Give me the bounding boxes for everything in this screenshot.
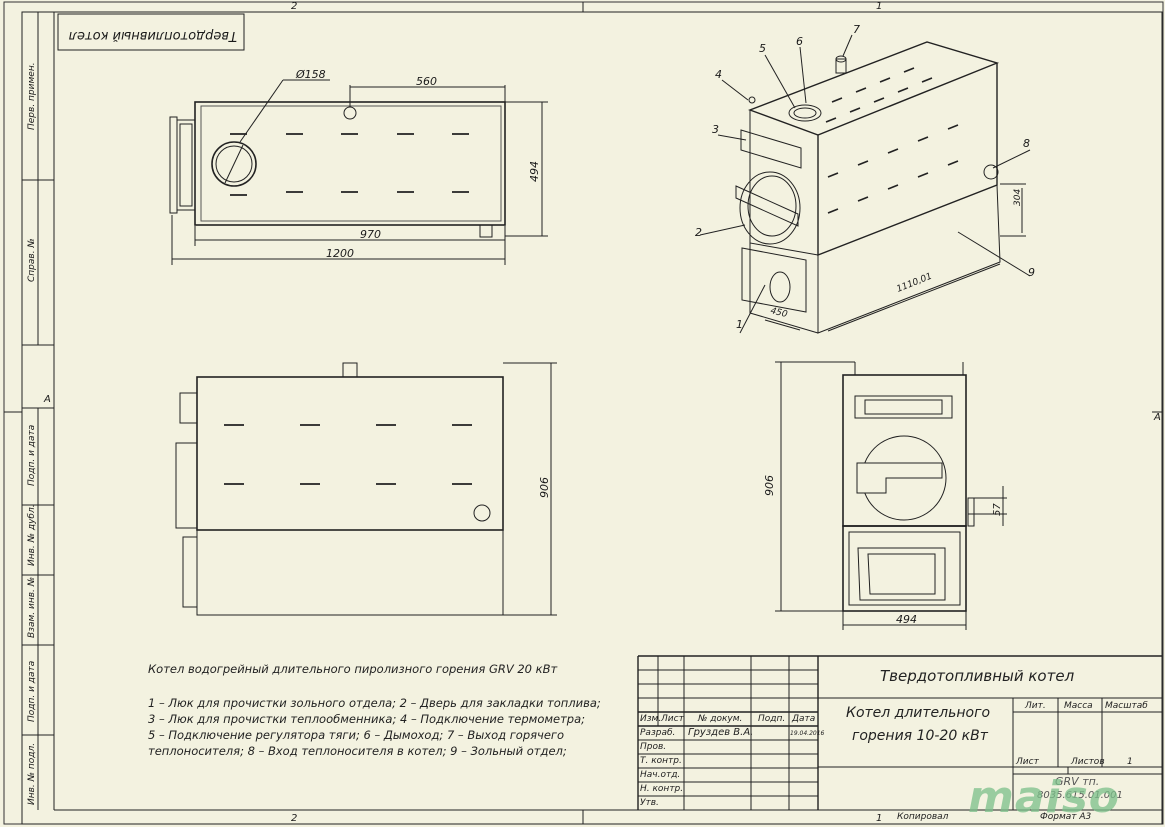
callout-2: 2 xyxy=(695,226,702,239)
callout-1: 1 xyxy=(736,318,743,331)
tb-header-list: Лист xyxy=(661,714,684,724)
tb-sheet: Лист xyxy=(1016,757,1039,767)
callout-8: 8 xyxy=(1023,137,1030,150)
notes-line-1: 1 – Люк для прочистки зольного отдела; 2… xyxy=(148,696,601,710)
tb-row-nkontr: Н. контр. xyxy=(640,784,684,794)
tb-row-tkontr: Т. контр. xyxy=(640,756,682,766)
dim-560: 560 xyxy=(416,75,437,88)
stamp-title: Твердотопливный котел xyxy=(69,28,237,43)
tb-sheets-count: 1 xyxy=(1127,757,1133,767)
iso-view xyxy=(699,34,1031,334)
tb-code-1: GRV тп. xyxy=(1055,775,1100,788)
notes-title: Котел водогрейный длительного пиролизног… xyxy=(148,662,558,676)
tb-row-razrab: Разраб. xyxy=(640,728,676,738)
tb-date: 19.04.2016 xyxy=(790,730,825,737)
left-col-label-1: Перв. примен. xyxy=(27,62,37,130)
left-col-label-2: Справ. № xyxy=(27,238,37,282)
title-block-name-2: горения 10-20 кВт xyxy=(852,728,988,744)
zone-label-bottom-left: 2 xyxy=(291,813,297,824)
left-col-label-7: Инв. № подл. xyxy=(27,743,37,805)
tb-scale: Масштаб xyxy=(1105,701,1148,711)
left-col-label-4: Инв. № дубл. xyxy=(27,504,37,566)
tb-row-prov: Пров. xyxy=(640,742,667,752)
callout-7: 7 xyxy=(853,23,860,36)
left-col-label-5: Взам. инв. № xyxy=(27,577,37,638)
tb-header-doc: № докум. xyxy=(698,714,743,724)
left-col-label-6: Подп. и дата xyxy=(27,661,37,722)
top-view xyxy=(169,79,548,265)
dim-970: 970 xyxy=(360,228,381,241)
dim-906-side: 906 xyxy=(763,475,776,496)
zone-label-bottom-right: 1 xyxy=(876,813,882,824)
callout-9: 9 xyxy=(1028,266,1035,279)
dim-1200: 1200 xyxy=(326,247,354,260)
callout-6: 6 xyxy=(796,35,803,48)
zone-label-side-right: A xyxy=(1153,412,1161,423)
tb-copied: Копировал xyxy=(897,812,949,822)
zone-label-top-right: 1 xyxy=(876,1,882,12)
dim-494-top: 494 xyxy=(528,161,541,182)
tb-row-nachotd: Нач.отд. xyxy=(640,770,681,780)
callout-3: 3 xyxy=(712,123,719,136)
title-block-name-1: Котел длительного xyxy=(846,705,991,721)
dim-1110: 1110,01 xyxy=(895,272,933,295)
notes-line-4: теплоносителя; 8 – Вход теплоносителя в … xyxy=(148,744,567,758)
tb-developer: Груздев В.А. xyxy=(688,727,754,738)
tb-header-sign: Подп. xyxy=(758,714,786,724)
title-block-main-title: Твердотопливный котел xyxy=(880,667,1075,685)
tb-header-date: Дата xyxy=(792,714,816,724)
zone-label-top-left: 2 xyxy=(291,1,297,12)
side-view xyxy=(775,361,1007,630)
dim-57: 57 xyxy=(992,503,1003,516)
dim-diameter-158: Ø158 xyxy=(295,68,326,81)
tb-mass: Масса xyxy=(1064,701,1093,711)
dim-450: 450 xyxy=(769,306,788,320)
title-block-grid xyxy=(637,655,1162,810)
front-view xyxy=(175,362,557,616)
notes-line-2: 3 – Люк для прочистки теплообменника; 4 … xyxy=(148,712,586,726)
zone-label-side-left: A xyxy=(43,394,51,405)
tb-sheets: Листов xyxy=(1071,757,1105,767)
tb-format: Формат А3 xyxy=(1040,812,1092,822)
dim-494-side: 494 xyxy=(896,613,917,626)
watermark-logo: maiso xyxy=(968,772,1121,823)
tb-header-izm: Изм. xyxy=(640,714,662,724)
tb-code-2: 8035.615.01.001 xyxy=(1037,790,1123,801)
dim-304: 304 xyxy=(1013,189,1023,206)
callout-5: 5 xyxy=(759,42,766,55)
notes-line-3: 5 – Подключение регулятора тяги; 6 – Дым… xyxy=(148,728,564,742)
tb-row-utv: Утв. xyxy=(640,798,659,808)
left-col-label-3: Подп. и дата xyxy=(27,425,37,486)
callout-4: 4 xyxy=(715,68,722,81)
tb-lit: Лит. xyxy=(1025,701,1046,711)
dim-906-front: 906 xyxy=(538,477,551,498)
